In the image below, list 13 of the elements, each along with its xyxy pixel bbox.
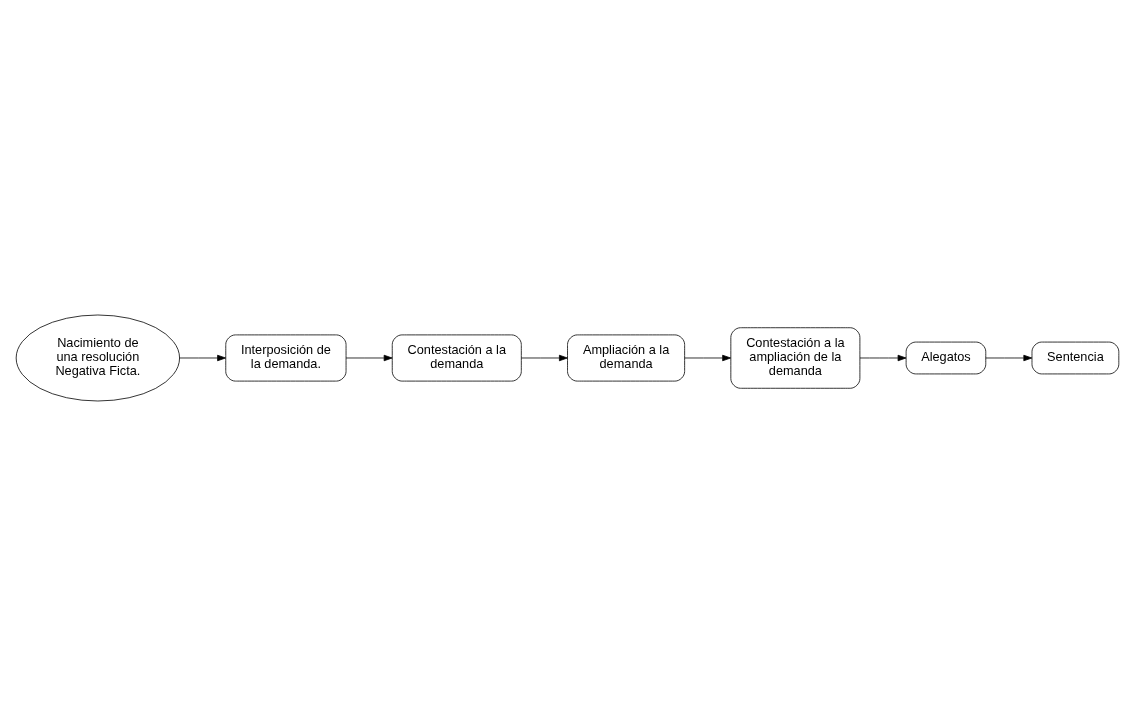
node-box: Interposición de la demanda.: [225, 334, 347, 381]
node-box: Alegatos: [905, 341, 987, 374]
node-box: Ampliación a la demanda: [567, 334, 686, 381]
arrow: [179, 354, 226, 361]
node-box: Contestación a la ampliación de la demanda: [730, 326, 861, 389]
node-ellipse: Nacimiento de una resolución Negativa Ficta.: [15, 314, 180, 401]
node-box: Sentencia: [1031, 341, 1120, 374]
arrow: [985, 354, 1033, 361]
arrow: [684, 354, 731, 361]
arrow: [345, 354, 393, 361]
arrow: [521, 354, 568, 361]
arrow: [859, 354, 907, 361]
node-box: Contestación a la demanda: [391, 334, 522, 381]
